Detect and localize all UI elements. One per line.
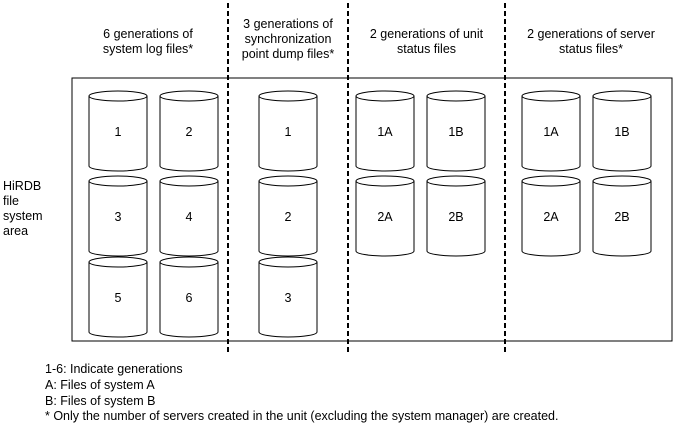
file-cylinder: 1 (88, 90, 148, 172)
cylinder-body (592, 181, 652, 257)
cylinder-top (88, 90, 148, 102)
file-cylinder: 1 (258, 90, 318, 172)
cylinder-body (355, 96, 415, 172)
cylinder-top (159, 90, 219, 102)
file-cylinder: 2 (258, 175, 318, 257)
cylinder-body (521, 181, 581, 257)
cylinder-body (258, 96, 318, 172)
file-cylinder: 2 (159, 90, 219, 172)
cylinder-body (159, 262, 219, 338)
cylinder-body (88, 262, 148, 338)
cylinder-top (159, 256, 219, 268)
file-label: 1 (285, 125, 292, 139)
file-label: 1A (543, 125, 559, 139)
file-cylinder: 2A (355, 175, 415, 257)
cylinder-top (521, 175, 581, 187)
file-cylinder: 2A (521, 175, 581, 257)
file-cylinder: 3 (258, 256, 318, 338)
file-cylinder: 1B (592, 90, 652, 172)
cylinder-body (426, 96, 486, 172)
file-cylinder: 2B (592, 175, 652, 257)
cylinder-body (592, 96, 652, 172)
cylinder-top (258, 256, 318, 268)
file-label: 5 (115, 291, 122, 305)
file-cylinder: 1A (521, 90, 581, 172)
cylinder-body (159, 96, 219, 172)
cylinder-top (426, 175, 486, 187)
file-label: 3 (285, 291, 292, 305)
cylinder-body (521, 96, 581, 172)
cylinder-body (258, 181, 318, 257)
cylinder-top (355, 90, 415, 102)
file-label: 1A (377, 125, 393, 139)
cylinder-top (592, 90, 652, 102)
file-label: 2 (285, 210, 292, 224)
file-label: 1B (614, 125, 629, 139)
file-label: 2A (377, 210, 393, 224)
cylinder-top (521, 90, 581, 102)
cylinder-body (426, 181, 486, 257)
cylinder-top (258, 175, 318, 187)
file-label: 3 (115, 210, 122, 224)
file-label: 1B (448, 125, 463, 139)
file-cylinder: 6 (159, 256, 219, 338)
file-label: 1 (115, 125, 122, 139)
file-cylinder: 3 (88, 175, 148, 257)
cylinder-body (88, 96, 148, 172)
cylinder-top (258, 90, 318, 102)
cylinder-body (159, 181, 219, 257)
legend-note: A: Files of system A (45, 378, 155, 392)
cylinder-body (88, 181, 148, 257)
cylinder-body (355, 181, 415, 257)
file-label: 4 (186, 210, 193, 224)
cylinder-top (159, 175, 219, 187)
cylinder-top (592, 175, 652, 187)
cylinder-top (355, 175, 415, 187)
legend-note: 1-6: Indicate generations (45, 362, 183, 376)
file-cylinder: 4 (159, 175, 219, 257)
file-cylinder: 2B (426, 175, 486, 257)
file-system-area-box (71, 77, 673, 342)
file-label: 6 (186, 291, 193, 305)
file-label: 2 (186, 125, 193, 139)
file-label: 2B (448, 210, 463, 224)
legend-note: B: Files of system B (45, 394, 156, 408)
cylinder-top (88, 175, 148, 187)
cylinder-top (426, 90, 486, 102)
legend-note: * Only the number of servers created in … (45, 409, 559, 423)
file-label: 2B (614, 210, 629, 224)
cylinder-top (88, 256, 148, 268)
file-cylinder: 1B (426, 90, 486, 172)
file-label: 2A (543, 210, 559, 224)
file-cylinder: 1A (355, 90, 415, 172)
cylinder-body (258, 262, 318, 338)
file-cylinder: 5 (88, 256, 148, 338)
